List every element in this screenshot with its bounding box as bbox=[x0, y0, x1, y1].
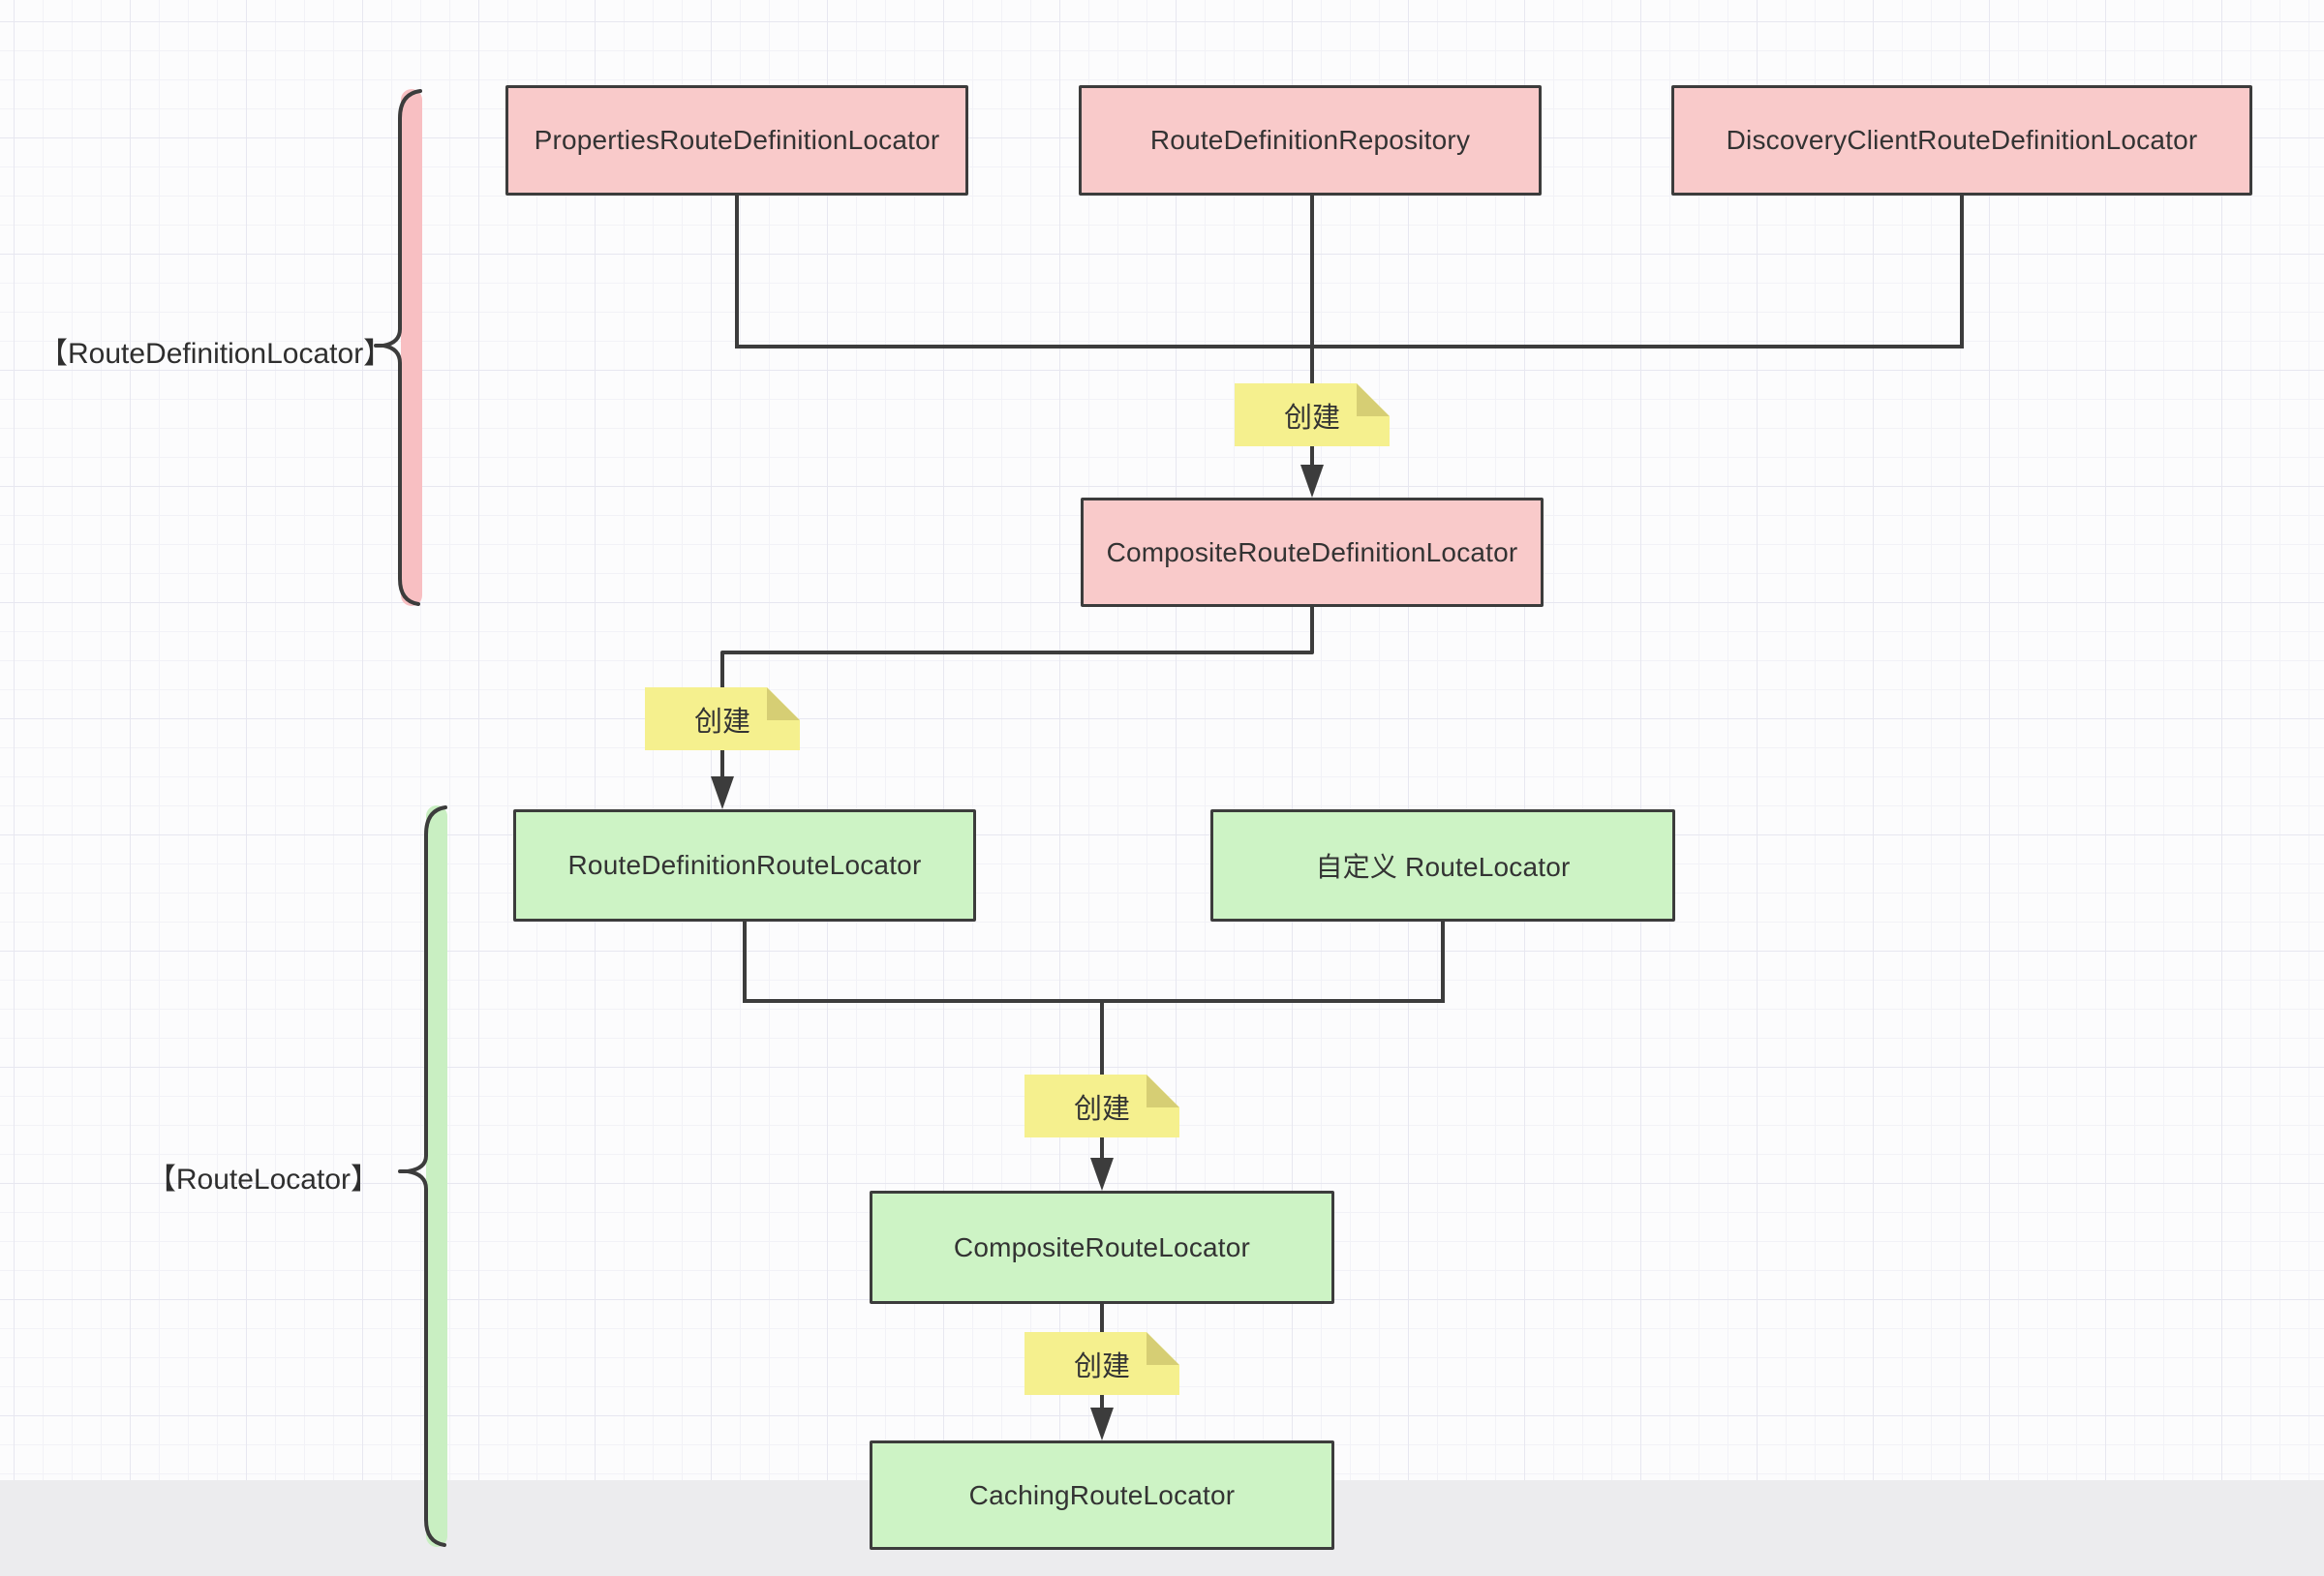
node-composite-route-locator[interactable]: CompositeRouteLocator bbox=[870, 1191, 1334, 1304]
note-label: 创建 bbox=[1283, 402, 1340, 434]
note-create-composite-rdl[interactable]: 创建 bbox=[1235, 383, 1390, 446]
arrowhead-to-composite-route-locator bbox=[1090, 1158, 1114, 1191]
connector-top-bus[interactable] bbox=[735, 196, 1964, 498]
node-caching-route-locator[interactable]: CachingRouteLocator bbox=[870, 1440, 1334, 1550]
node-label: RouteDefinitionRouteLocator bbox=[567, 850, 922, 880]
node-composite-route-definition-locator[interactable]: CompositeRouteDefinitionLocator bbox=[1081, 498, 1544, 607]
arrowhead-to-caching-route-locator bbox=[1090, 1408, 1114, 1440]
node-discovery-client-route-definition-locator[interactable]: DiscoveryClientRouteDefinitionLocator bbox=[1671, 85, 2252, 196]
brace-route-definition-locator[interactable] bbox=[374, 89, 422, 606]
arrowhead-to-composite-rdl bbox=[1300, 465, 1324, 498]
note-create-caching-route-locator[interactable]: 创建 bbox=[1024, 1332, 1179, 1395]
group-label-route-definition-locator: 【RouteDefinitionLocator】 bbox=[39, 338, 393, 370]
note-label: 创建 bbox=[1073, 1093, 1130, 1125]
node-route-definition-route-locator[interactable]: RouteDefinitionRouteLocator bbox=[513, 809, 976, 922]
node-route-definition-repository[interactable]: RouteDefinitionRepository bbox=[1079, 85, 1542, 196]
node-label: PropertiesRouteDefinitionLocator bbox=[534, 125, 940, 155]
note-create-rd-route-locator[interactable]: 创建 bbox=[645, 687, 800, 750]
group-label-route-locator: 【RouteLocator】 bbox=[146, 1164, 380, 1196]
node-label: CachingRouteLocator bbox=[968, 1479, 1236, 1510]
connector-route-locators-bus[interactable] bbox=[743, 922, 1445, 1191]
connector-composite-rdl-to-rd-route-locator[interactable] bbox=[711, 607, 1314, 809]
node-properties-route-definition-locator[interactable]: PropertiesRouteDefinitionLocator bbox=[505, 85, 968, 196]
node-label: 自定义 RouteLocator bbox=[1315, 852, 1571, 882]
node-label: CompositeRouteDefinitionLocator bbox=[1106, 536, 1518, 567]
node-custom-route-locator[interactable]: 自定义 RouteLocator bbox=[1210, 809, 1675, 922]
brace-route-locator[interactable] bbox=[398, 805, 447, 1547]
node-label: DiscoveryClientRouteDefinitionLocator bbox=[1726, 125, 2198, 155]
node-label: CompositeRouteLocator bbox=[953, 1231, 1251, 1262]
note-create-composite-route-locator[interactable]: 创建 bbox=[1024, 1075, 1179, 1137]
note-label: 创建 bbox=[693, 706, 750, 738]
arrowhead-to-rd-route-locator bbox=[711, 776, 734, 809]
node-label: RouteDefinitionRepository bbox=[1149, 125, 1471, 155]
note-label: 创建 bbox=[1073, 1350, 1130, 1382]
